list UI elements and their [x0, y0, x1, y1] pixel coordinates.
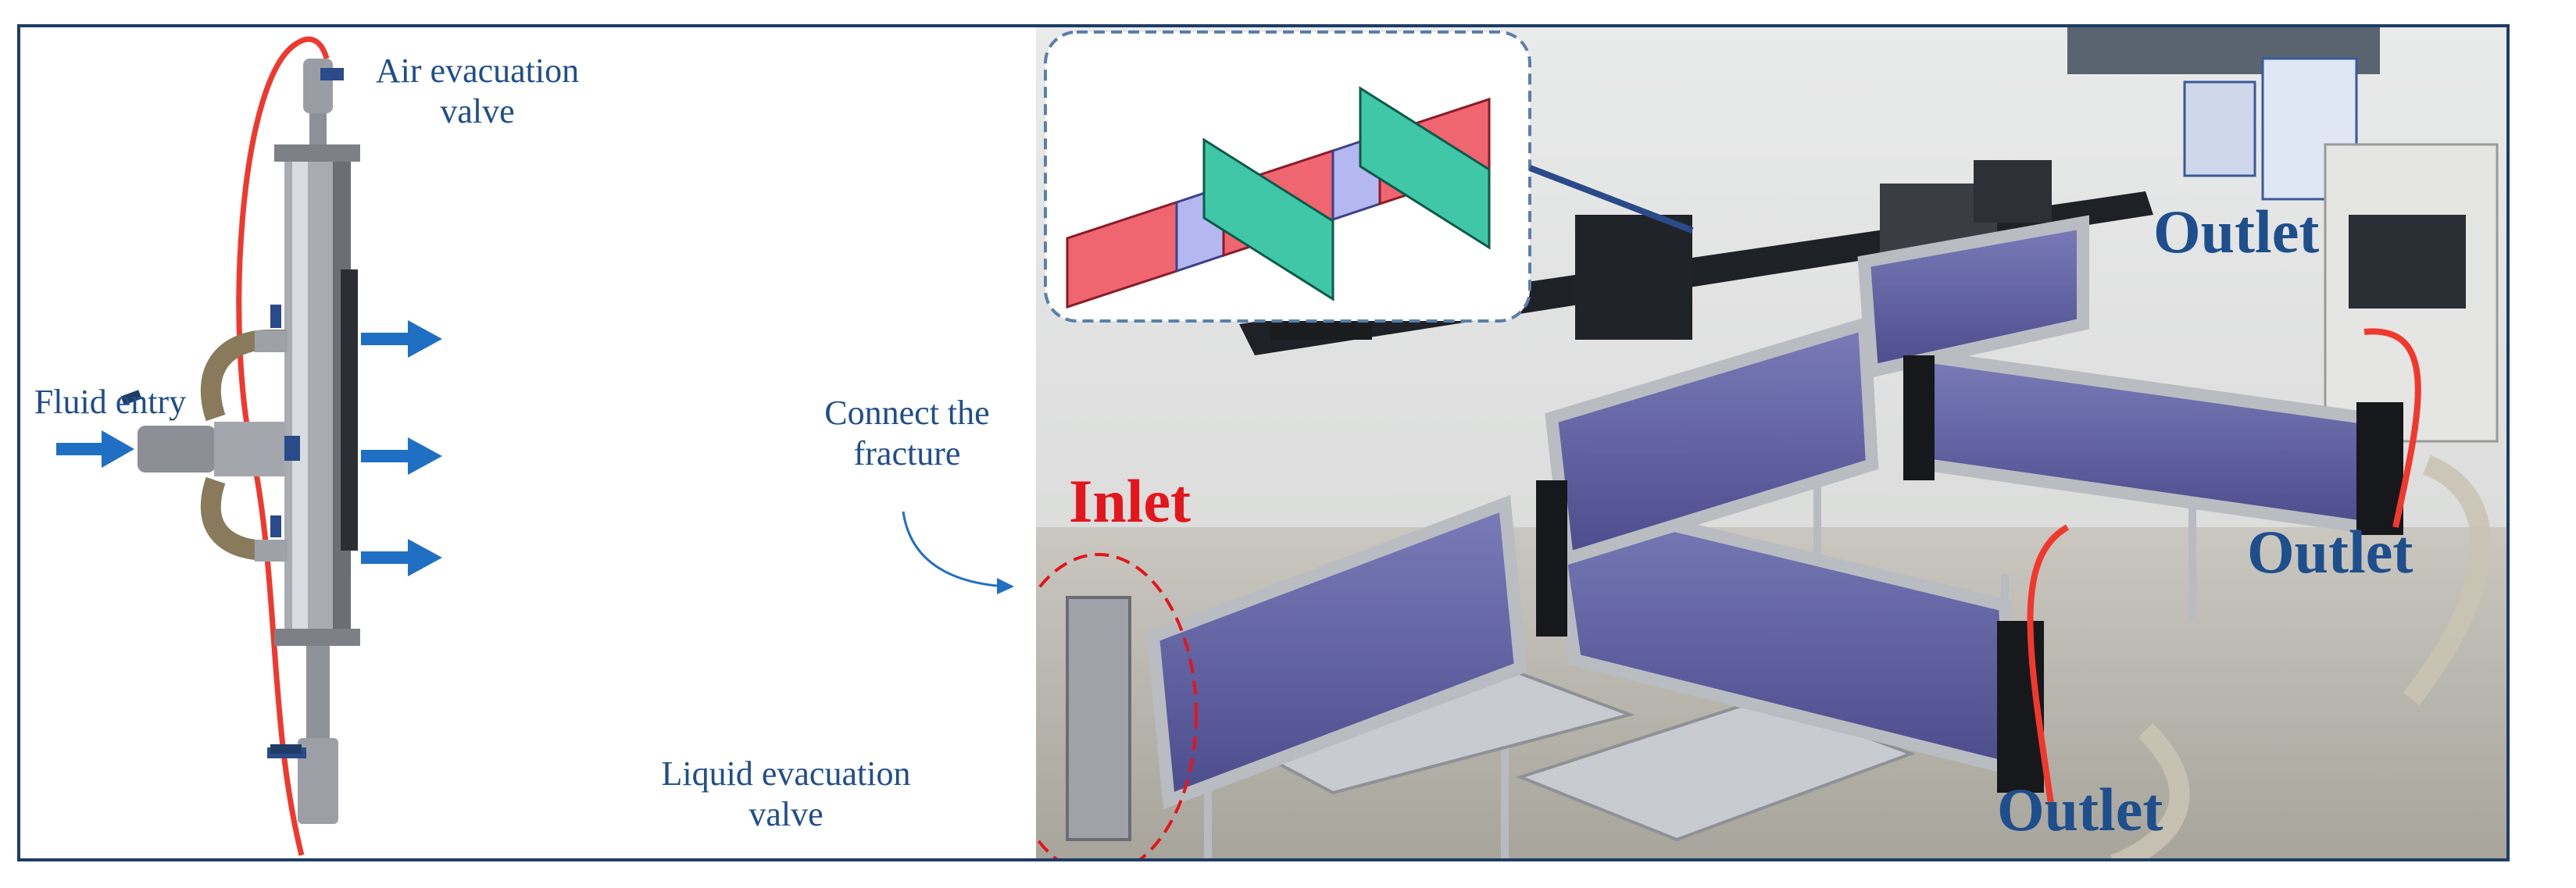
liquid-valve-label-line2: valve: [749, 795, 824, 833]
inlet-highlight: [1036, 553, 1198, 858]
outflow-arrows: [361, 320, 442, 576]
lab-photo-illustration: [1036, 27, 2506, 858]
lab-photo: Inlet Outlet Outlet Outlet: [1036, 27, 2506, 858]
liquid-valve-label: Liquid evacuation valve: [622, 754, 950, 835]
fluid-entry-label: Fluid entry: [34, 383, 187, 421]
air-valve-label: Air evacuation valve: [341, 51, 614, 132]
connect-label-line2: fracture: [853, 434, 961, 473]
outlet-label-top: Outlet: [2153, 198, 2320, 266]
fracture-schematic-inset: [1044, 30, 1531, 323]
inlet-vessel: [1066, 596, 1131, 841]
liquid-valve-label-line1: Liquid evacuation: [661, 754, 911, 793]
inlet-fitting: [138, 426, 216, 473]
connect-label-line1: Connect the: [824, 394, 990, 432]
vessel-illustration: [56, 36, 1014, 856]
air-valve-label-line1: Air evacuation: [375, 52, 580, 90]
air-valve-label-line2: valve: [440, 92, 515, 130]
connect-fracture-label: Connect the fracture: [802, 393, 1013, 474]
vessel-panel: Air evacuation valve Fluid entry Connect…: [20, 27, 1036, 858]
outlet-label-right: Outlet: [2247, 518, 2413, 586]
connect-arrow: [902, 511, 998, 587]
fracture-panels: [1146, 215, 2371, 810]
outlet-label-bottom: Outlet: [1997, 776, 2163, 843]
liquid-evacuation-valve: [298, 738, 338, 824]
air-evacuation-valve: [303, 59, 333, 113]
inlet-label: Inlet: [1069, 467, 1191, 535]
fluid-entry-arrow: [56, 430, 134, 468]
figure-frame: Air evacuation valve Fluid entry Connect…: [17, 24, 2510, 861]
